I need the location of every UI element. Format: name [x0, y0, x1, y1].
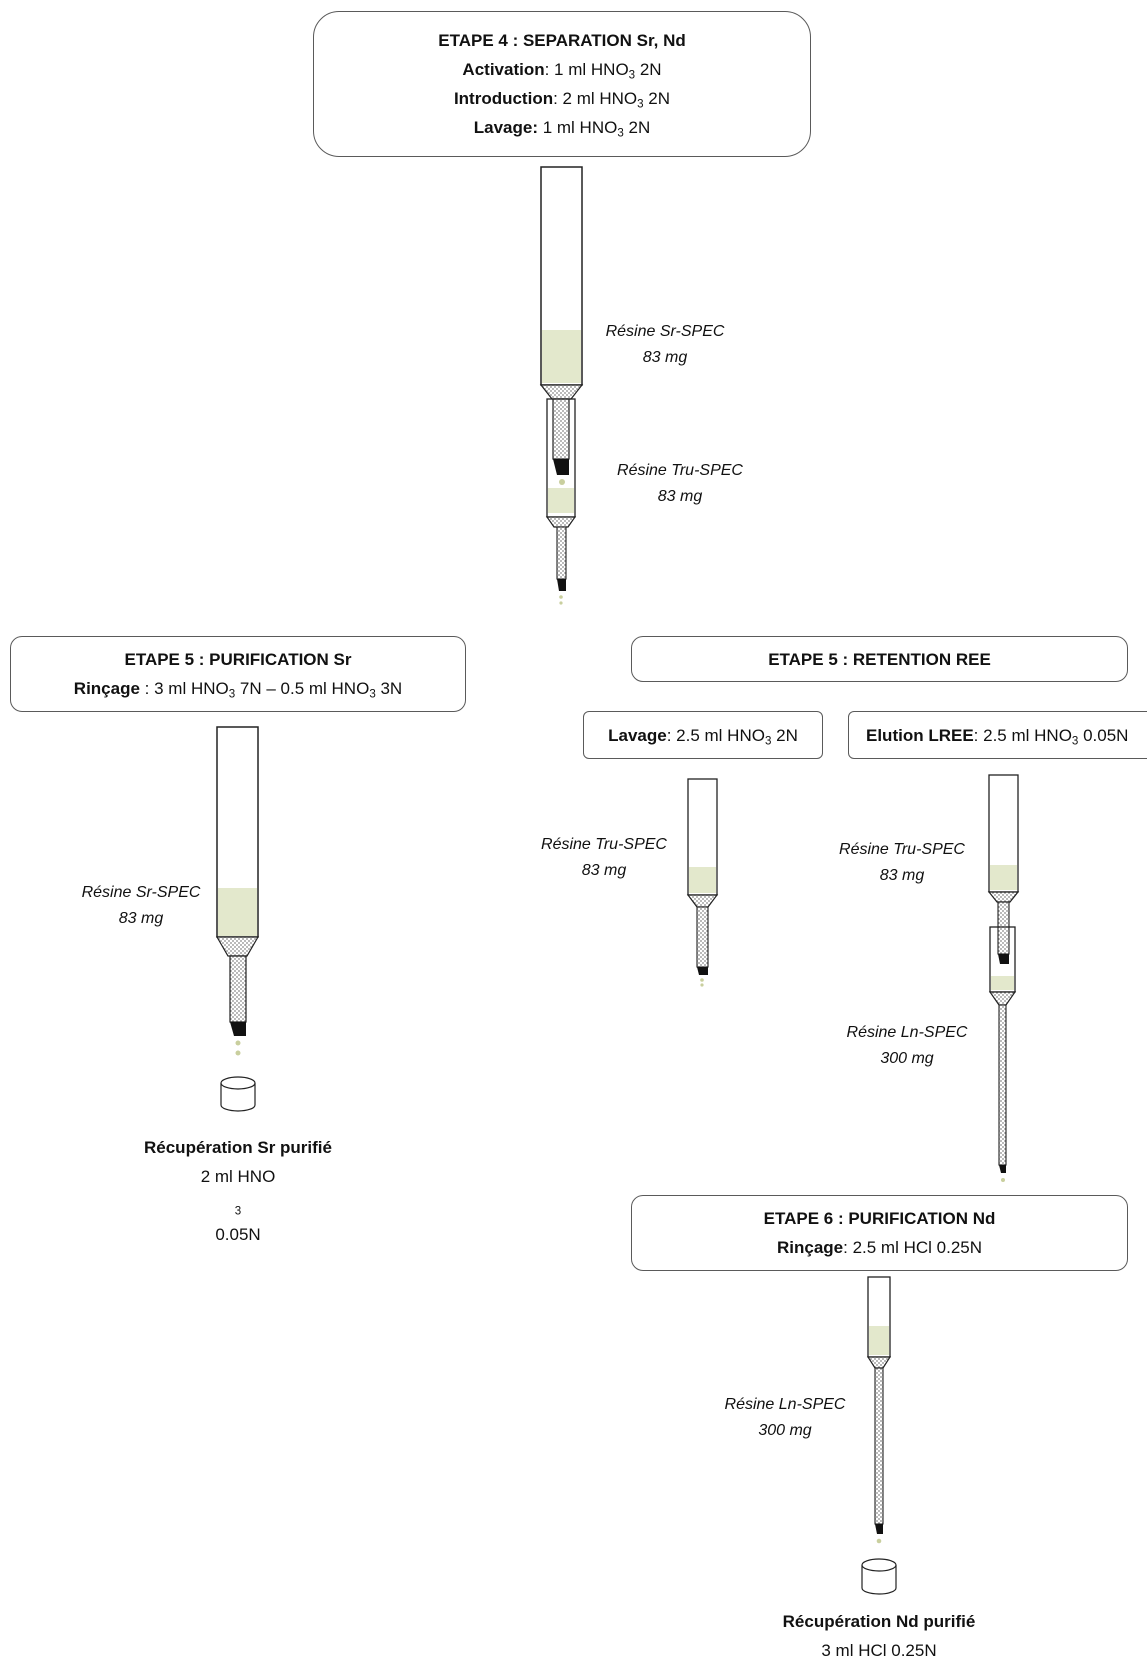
- column-sr-spec-left: [215, 726, 260, 1056]
- etape6-rincage: Rinçage: 2.5 ml HCl 0.25N: [776, 1238, 983, 1257]
- tip: [998, 954, 1009, 964]
- etape5-sr-title: ETAPE 5 : PURIFICATION Sr: [124, 650, 352, 669]
- resin-fill: [991, 976, 1014, 990]
- frit: [866, 1356, 892, 1369]
- drop: [235, 1050, 241, 1056]
- column-tru-spec-right: [987, 774, 1020, 964]
- resin-fill: [548, 488, 574, 513]
- column-ln-spec-bottom: [866, 1276, 892, 1544]
- drop: [700, 978, 704, 982]
- elution-text: Elution LREE: 2.5 ml HNO3 0.05N: [866, 725, 1129, 747]
- column-tru-spec-top: [545, 398, 577, 605]
- frit: [987, 891, 1020, 903]
- frit: [539, 384, 584, 400]
- column-ln-spec-right: [988, 926, 1017, 1182]
- elution-lree-box: Elution LREE: 2.5 ml HNO3 0.05N: [848, 711, 1147, 759]
- lavage-box: Lavage: 2.5 ml HNO3 2N: [583, 711, 823, 759]
- tip: [553, 459, 569, 475]
- recovery-nd-value: 3 ml HCl 0.25N: [821, 1641, 937, 1660]
- drop: [700, 983, 704, 987]
- frit: [686, 894, 719, 908]
- lavage-text: Lavage: 2.5 ml HNO3 2N: [608, 725, 798, 747]
- tip: [875, 1524, 883, 1534]
- etape5-sr-rincage: Rinçage : 3 ml HNO3 7N – 0.5 ml HNO3 3N: [73, 679, 403, 701]
- etape5-ree-title: ETAPE 5 : RETENTION REE: [768, 649, 991, 669]
- drop: [559, 479, 565, 485]
- etape4-box: ETAPE 4 : SEPARATION Sr, Nd Activation: …: [313, 11, 811, 157]
- beaker-nd: [861, 1558, 897, 1595]
- resin-fill: [869, 1326, 889, 1355]
- resin-fill: [689, 867, 716, 893]
- tip: [697, 967, 708, 975]
- resin-fill: [218, 888, 257, 936]
- tip: [230, 1022, 246, 1036]
- resin-fill: [990, 865, 1017, 890]
- drop: [559, 601, 563, 605]
- frit: [988, 991, 1017, 1006]
- recovery-nd-title: Récupération Nd purifié: [782, 1612, 976, 1631]
- etape4-title: ETAPE 4 : SEPARATION Sr, Nd: [438, 31, 686, 50]
- drop: [235, 1040, 241, 1046]
- etape5-purification-sr-box: ETAPE 5 : PURIFICATION Sr Rinçage : 3 ml…: [10, 636, 466, 712]
- resin-fill: [542, 330, 581, 383]
- etape4-activation: Activation: 1 ml HNO3 2N: [462, 60, 662, 82]
- etape4-introduction: Introduction: 2 ml HNO3 2N: [453, 89, 671, 111]
- frit: [215, 936, 260, 957]
- drop: [1001, 1178, 1005, 1182]
- beaker-sr: [220, 1076, 256, 1112]
- frit: [545, 516, 577, 528]
- recovery-sr-title: Récupération Sr purifié: [144, 1138, 332, 1157]
- recovery-nd: Récupération Nd purifié 3 ml HCl 0.25N: [729, 1607, 1029, 1660]
- tip: [999, 1165, 1006, 1173]
- etape5-retention-ree-box: ETAPE 5 : RETENTION REE: [631, 636, 1128, 682]
- drop: [559, 595, 563, 599]
- drop: [876, 1538, 882, 1544]
- tip: [557, 579, 566, 591]
- etape6-box: ETAPE 6 : PURIFICATION Nd Rinçage: 2.5 m…: [631, 1195, 1128, 1271]
- etape6-title: ETAPE 6 : PURIFICATION Nd: [763, 1209, 996, 1228]
- column-tru-spec-middle: [686, 778, 719, 987]
- etape4-lavage: Lavage: 1 ml HNO3 2N: [473, 118, 651, 140]
